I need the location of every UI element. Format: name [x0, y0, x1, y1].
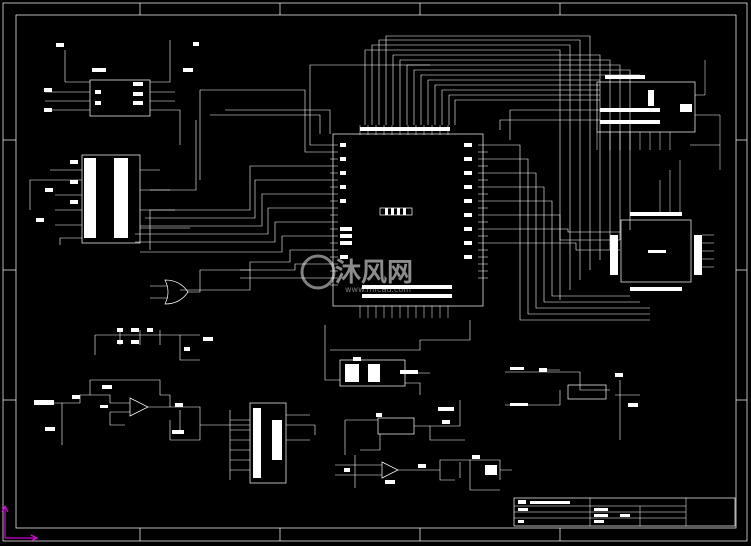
or-gate-wires — [150, 269, 250, 299]
memory-chip-1-wires — [690, 60, 721, 170]
connector-j1-labels — [44, 42, 199, 112]
relay-k1 — [377, 417, 415, 435]
opamp-u5-components — [344, 455, 497, 484]
or-gate — [164, 279, 189, 305]
mcu-label-box — [379, 207, 413, 216]
relay-k1-wires — [344, 400, 465, 455]
watermark-logo-icon — [300, 254, 336, 290]
memory-chip-1-legs — [596, 132, 671, 150]
watermark-url: www.mfcad.com — [345, 285, 411, 294]
mcu-pin-labels — [340, 127, 472, 298]
connector-j2-wires — [200, 410, 316, 480]
memory-chip-2-pins — [610, 212, 702, 291]
watermark-text: 沐风网 — [335, 258, 413, 288]
title-block-grid — [514, 498, 687, 526]
connector-j1-wires — [45, 40, 181, 145]
connector-j3 — [567, 384, 607, 400]
ic-u4-wires — [324, 320, 471, 395]
ucs-axis-icon — [1, 504, 39, 542]
memory-chip-2-wires — [659, 160, 714, 268]
address-bus — [364, 35, 640, 300]
connector-j2-pins — [253, 408, 282, 478]
memory-chip-1-pins — [600, 75, 692, 124]
opamp-u5-wires — [335, 455, 512, 491]
connector-j2 — [249, 402, 287, 484]
ic-u2-pins — [36, 158, 128, 238]
zone-ticks — [3, 3, 747, 541]
right-lower-labels — [510, 367, 638, 407]
right-lower-wires — [505, 369, 640, 440]
power-components — [117, 328, 213, 351]
opamp-u5 — [381, 461, 399, 479]
inner-frame — [15, 14, 737, 529]
ic-u2 — [81, 154, 141, 244]
opamp-u3-components — [34, 385, 184, 434]
ic-u4-pins — [345, 357, 418, 382]
title-block-text-marks — [518, 500, 630, 523]
ic-u2-wires — [29, 169, 190, 245]
memory-chip-1 — [596, 81, 696, 133]
watermark: 沐风网 www.mfcad.com — [300, 254, 413, 294]
opamp-u3-wires — [40, 379, 201, 445]
relay-k1-labels — [376, 407, 454, 424]
memory-chip-2 — [620, 219, 692, 283]
data-bus — [488, 109, 650, 321]
power-rail — [94, 330, 200, 361]
connector-j1 — [89, 79, 151, 117]
opamp-u3 — [129, 397, 149, 417]
left-bus — [135, 64, 430, 291]
